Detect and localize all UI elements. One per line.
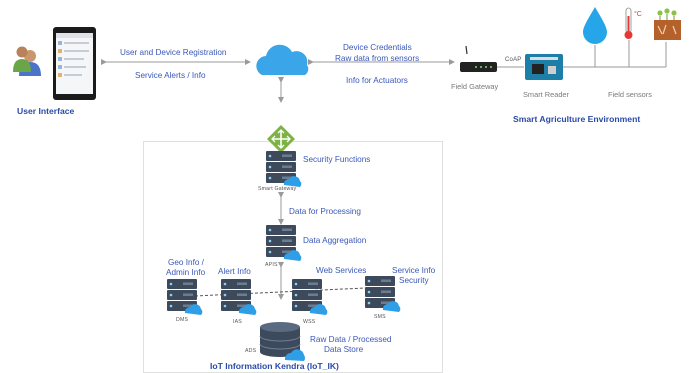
ias-label: IAS	[233, 319, 242, 325]
smart-gateway-server-icon	[266, 151, 302, 187]
field-gateway-label: Field Gateway	[451, 82, 499, 91]
ads-label: ADS	[245, 348, 257, 354]
web-services-label: Web Services	[316, 266, 367, 275]
dms-label: DMS	[176, 317, 189, 323]
coap-label: CoAP	[505, 57, 522, 63]
registration-label: User and Device Registration	[120, 48, 227, 57]
smart-reader-icon	[525, 54, 563, 80]
device-credentials-label: Device Credentials	[343, 43, 412, 52]
field-sensors-label: Field sensors	[608, 90, 652, 99]
geo-info-label-1: Geo Info /	[168, 258, 204, 267]
apis-server-icon	[266, 225, 302, 261]
cloud-icon	[256, 44, 309, 75]
sms-label: SMS	[374, 314, 386, 320]
service-alerts-label: Service Alerts / Info	[135, 71, 206, 80]
smart-agriculture-title: Smart Agriculture Environment	[513, 114, 641, 124]
smart-gateway-diamond-icon	[267, 125, 295, 153]
actuators-label: Info for Actuators	[346, 76, 408, 85]
data-aggregation-label: Data Aggregation	[303, 236, 367, 245]
apis-label: APIS	[265, 262, 278, 268]
wss-label: WSS	[303, 319, 316, 325]
raw-store-label-1: Raw Data / Processed	[310, 335, 392, 344]
svg-text:°C: °C	[634, 10, 642, 18]
sms-server-icon	[365, 276, 401, 312]
ias-server-icon	[221, 279, 257, 315]
soil-sensor-icon	[654, 8, 681, 40]
smart-reader-label: Smart Reader	[523, 90, 570, 99]
service-info-label-2: Security	[399, 276, 429, 285]
users-icon	[13, 46, 41, 76]
dms-server-icon	[167, 279, 203, 315]
raw-store-label-2: Data Store	[324, 345, 364, 354]
field-gateway-icon	[460, 45, 497, 72]
water-drop-icon	[583, 7, 607, 44]
raw-data-label: Raw data from sensors	[335, 54, 420, 63]
database-icon	[259, 322, 305, 361]
geo-info-label-2: Admin Info	[166, 268, 206, 277]
user-interface-title: User Interface	[17, 106, 75, 116]
thermometer-icon: °C	[624, 7, 642, 39]
data-processing-label: Data for Processing	[289, 207, 361, 216]
phone-icon	[53, 27, 96, 100]
security-functions-label: Security Functions	[303, 155, 371, 164]
kendra-title: IoT Information Kendra (IoT_IK)	[210, 361, 339, 371]
alert-info-label: Alert Info	[218, 267, 251, 276]
smart-gateway-label: Smart Gateway	[258, 186, 297, 192]
wss-server-icon	[292, 279, 328, 315]
service-info-label-1: Service Info	[392, 266, 436, 275]
